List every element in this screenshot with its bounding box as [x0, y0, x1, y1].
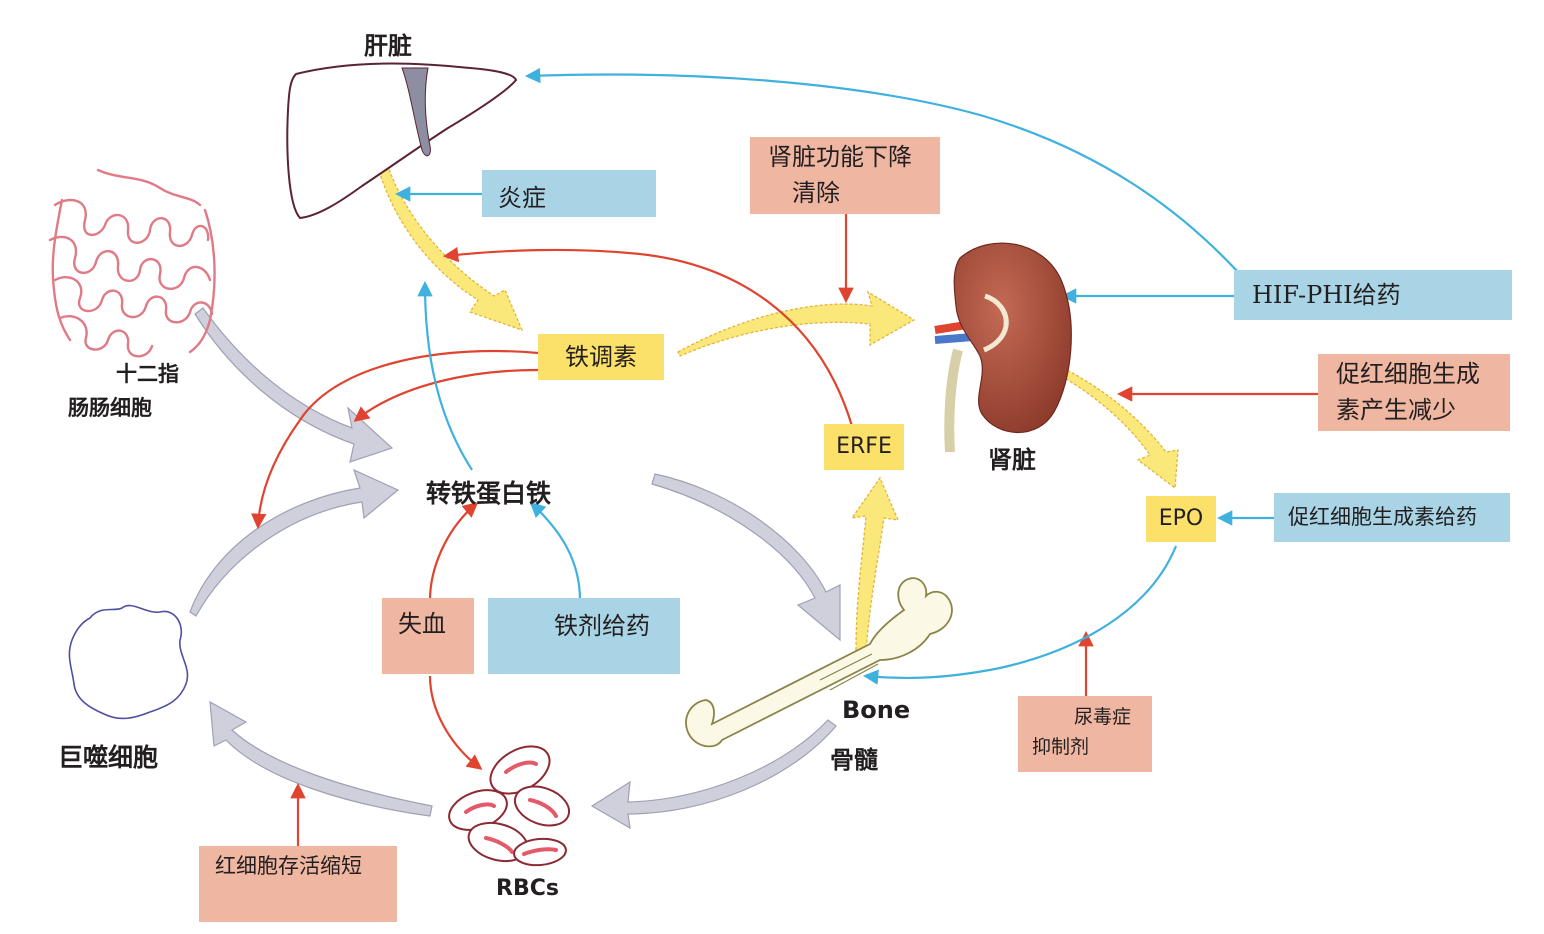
macrophage-label: 巨噬细胞 — [58, 743, 159, 772]
gray-arrow-bone — [651, 473, 841, 642]
red-arrow-hepcidin-duodenum — [250, 349, 539, 530]
blood-loss-box: 失血 — [382, 598, 474, 674]
gray-arrow-duodenum — [194, 307, 394, 463]
epo-text: EPO — [1158, 506, 1204, 531]
renal-decline-line2: 清除 — [792, 179, 840, 207]
epo-decrease-line1: 促红细胞生成 — [1336, 360, 1480, 388]
epo-decrease-box: 促红细胞生成 素产生减少 — [1318, 354, 1510, 431]
bone-icon — [685, 577, 953, 748]
blue-arrows — [394, 67, 1274, 685]
gray-flow-arrows — [189, 307, 841, 830]
iron-admin-text: 铁剂给药 — [554, 612, 650, 640]
hepcidin-text: 铁调素 — [565, 343, 637, 371]
esa-admin-box: 促红细胞生成素给药 — [1274, 493, 1510, 542]
renal-decline-box: 肾脏功能下降 清除 — [750, 137, 940, 214]
iron-admin-box: 铁剂给药 — [488, 598, 680, 674]
esa-admin-text: 促红细胞生成素给药 — [1288, 505, 1477, 529]
kidney-label: 肾脏 — [988, 446, 1036, 474]
yellow-flow-arrows — [371, 141, 1179, 653]
blue-arrow-hif-liver — [524, 67, 1239, 273]
uremic-line1: 尿毒症 — [1074, 706, 1132, 728]
rbcs-label: RBCs — [496, 876, 559, 901]
epo-decrease-line2: 素产生减少 — [1336, 396, 1456, 424]
hepcidin-box: 铁调素 — [538, 334, 664, 380]
erfe-box: ERFE — [824, 424, 904, 470]
rbc-survival-text: 红细胞存活缩短 — [215, 854, 362, 878]
inflammation-box: 炎症 — [482, 170, 656, 217]
inflammation-text: 炎症 — [498, 184, 546, 212]
yellow-arrow-bone-erfe — [850, 476, 900, 653]
liver-label: 肝脏 — [364, 32, 412, 60]
macrophage-icon — [68, 604, 189, 720]
uremic-line2: 抑制剂 — [1032, 736, 1090, 758]
rbc-icon — [448, 745, 571, 867]
hif-phi-text: HIF-PHI给药 — [1252, 281, 1401, 309]
transferrin-label: 转铁蛋白铁 — [426, 479, 552, 508]
red-arrow-erfe-liver — [442, 246, 854, 427]
duodenum-label-line2: 肠肠细胞 — [68, 396, 152, 420]
gray-arrow-macrophage — [189, 468, 400, 617]
blue-arrow-iron-transferrin — [529, 501, 582, 601]
gray-arrow-to-macrophage — [209, 700, 433, 817]
rbc-survival-box: 红细胞存活缩短 — [199, 846, 397, 922]
bone-label-en: Bone — [842, 696, 911, 724]
intestine-icon — [48, 168, 216, 358]
red-arrows — [250, 214, 1318, 846]
duodenum-label-line1: 十二指 — [116, 362, 179, 386]
blood-loss-text: 失血 — [398, 610, 446, 638]
yellow-arrow-kidney-epo — [1010, 347, 1179, 490]
red-arrow-hepcidin-transferrin — [353, 368, 539, 422]
blue-arrow-transferrin-liver — [417, 280, 473, 471]
epo-box: EPO — [1146, 496, 1216, 542]
bone-label-zh: 骨髓 — [830, 746, 878, 774]
red-arrow-bloodloss-rbcs — [428, 675, 483, 770]
erfe-text: ERFE — [836, 434, 892, 459]
uremic-box: 尿毒症 抑制剂 — [1018, 696, 1152, 772]
gray-arrow-rbcs — [590, 719, 837, 830]
renal-decline-line1: 肾脏功能下降 — [768, 143, 912, 171]
red-arrow-bloodloss-transferrin — [428, 502, 479, 601]
blue-arrow-epo-bone — [862, 545, 1178, 685]
yellow-arrow-hepcidin-kidney — [677, 290, 916, 357]
hif-phi-box: HIF-PHI给药 — [1234, 270, 1512, 320]
liver-icon — [286, 62, 518, 220]
kidney-icon — [934, 242, 1072, 453]
